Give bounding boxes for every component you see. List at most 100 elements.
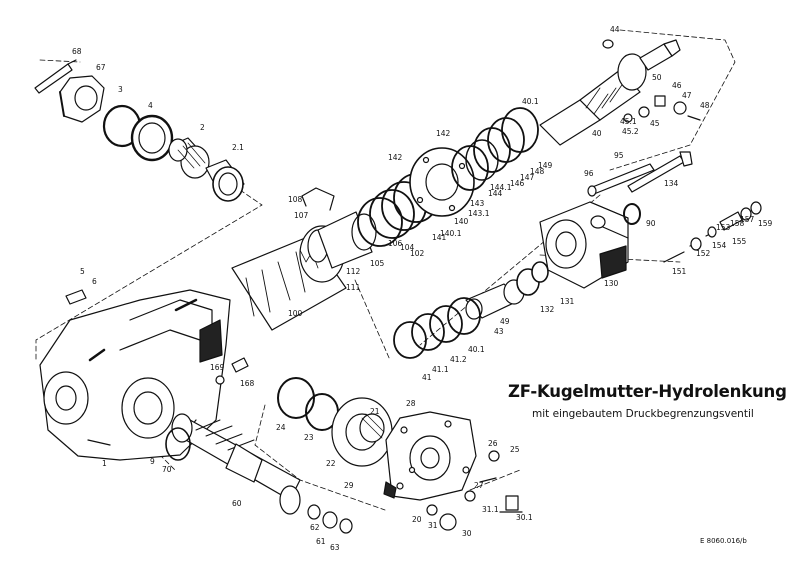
side-cover-20 <box>383 411 477 501</box>
part-label-143: 143 <box>470 199 485 208</box>
part-label-24: 24 <box>276 423 286 432</box>
part-label-134: 134 <box>664 179 679 188</box>
part-label-154: 154 <box>712 241 727 250</box>
part-label-40-1: 40.1 <box>468 345 485 354</box>
part-label-141: 141 <box>432 233 447 242</box>
part-label-144-1: 144.1 <box>490 183 512 192</box>
part-label-111: 111 <box>346 283 361 292</box>
part-label-168: 168 <box>240 379 255 388</box>
part-label-46: 46 <box>672 81 682 90</box>
part-label-147: 147 <box>520 173 535 182</box>
part-label-45-2: 45.2 <box>622 127 639 136</box>
part-label-20: 20 <box>412 515 422 524</box>
rings-23-24 <box>277 377 339 431</box>
sector-shaft-60 <box>171 413 301 515</box>
part-label-45: 45 <box>650 119 660 128</box>
part-label-28: 28 <box>406 399 416 408</box>
part-label-63: 63 <box>330 543 340 552</box>
part-label-100: 100 <box>288 309 303 318</box>
part-label-107: 107 <box>294 211 309 220</box>
seal-ring-4 <box>130 114 174 162</box>
o-ring-90 <box>623 203 641 225</box>
small-parts-25-27 <box>464 450 500 502</box>
part-label-9: 9 <box>150 457 155 466</box>
o-rings-41 <box>393 297 481 359</box>
seal-70 <box>165 427 191 461</box>
part-label-23: 23 <box>304 433 314 442</box>
part-label-2-1: 2.1 <box>232 143 244 152</box>
part-label-151: 151 <box>672 267 687 276</box>
part-label-149: 149 <box>538 161 553 170</box>
part-label-104: 104 <box>400 243 415 252</box>
part-label-31: 31 <box>428 521 438 530</box>
part-label-21: 21 <box>370 407 380 416</box>
part-label-131: 131 <box>560 297 575 306</box>
part-label-6: 6 <box>92 277 97 286</box>
part-label-40: 40 <box>592 129 602 138</box>
small-parts-44-50 <box>602 39 701 123</box>
part-label-132: 132 <box>540 305 555 314</box>
part-label-106: 106 <box>388 239 403 248</box>
seal-rings-140-141 <box>451 107 539 191</box>
part-label-148: 148 <box>530 167 545 176</box>
part-label-44: 44 <box>610 25 620 34</box>
part-label-140-1: 140.1 <box>440 229 462 238</box>
worm-shaft-40 <box>539 39 681 146</box>
part-label-30-1: 30.1 <box>516 513 533 522</box>
part-label-144: 144 <box>488 189 503 198</box>
part-label-157: 157 <box>740 215 755 224</box>
part-label-169: 169 <box>210 363 225 372</box>
part-label-130: 130 <box>604 279 619 288</box>
part-label-43: 43 <box>494 327 504 336</box>
part-label-159: 159 <box>758 219 773 228</box>
valve-spool-43 <box>465 261 549 320</box>
part-label-146: 146 <box>510 179 525 188</box>
part-label-22: 22 <box>326 459 336 468</box>
part-number-labels: 68673422.1445046474840.145.145.245401421… <box>72 25 773 552</box>
split-pin-68 <box>34 59 77 94</box>
part-label-48: 48 <box>700 101 710 110</box>
part-label-29: 29 <box>344 481 354 490</box>
valve-parts-151-159 <box>663 201 762 263</box>
part-label-25: 25 <box>510 445 520 454</box>
part-label-26: 26 <box>488 439 498 448</box>
part-label-50: 50 <box>652 73 662 82</box>
part-label-142: 142 <box>388 153 403 162</box>
part-label-2: 2 <box>200 123 205 132</box>
part-label-155: 155 <box>732 237 747 246</box>
part-label-31-1: 31.1 <box>482 505 499 514</box>
part-label-105: 105 <box>370 259 385 268</box>
part-label-158: 158 <box>730 219 745 228</box>
diagram-title: ZF-Kugelmutter-Hydrolenkung <box>508 382 787 401</box>
part-label-41-2: 41.2 <box>450 355 467 364</box>
part-label-47: 47 <box>682 91 692 100</box>
part-label-152: 152 <box>696 249 711 258</box>
part-label-27: 27 <box>474 481 484 490</box>
part-label-70: 70 <box>162 465 172 474</box>
part-label-143-1: 143.1 <box>468 209 490 218</box>
bearing-sleeve-2.1 <box>205 159 245 202</box>
part-label-45-1: 45.1 <box>620 117 637 126</box>
part-label-90: 90 <box>646 219 656 228</box>
part-label-102: 102 <box>410 249 425 258</box>
part-label-40-1: 40.1 <box>522 97 539 106</box>
bearing-21 <box>359 413 385 443</box>
part-label-3: 3 <box>118 85 123 94</box>
nuts-30-31 <box>426 495 523 531</box>
part-label-4: 4 <box>148 101 153 110</box>
part-label-5: 5 <box>80 267 85 276</box>
part-label-30: 30 <box>462 529 472 538</box>
part-label-61: 61 <box>316 537 326 546</box>
castle-nut-67 <box>59 75 105 123</box>
bolts-95-96-134 <box>587 151 693 197</box>
part-label-67: 67 <box>96 63 106 72</box>
document-number: E 8060.016/b <box>700 537 747 545</box>
diagram-subtitle: mit eingebautem Druckbegrenzungsventil <box>532 408 754 420</box>
part-label-153: 153 <box>716 223 731 232</box>
part-label-62: 62 <box>310 523 320 532</box>
part-label-140: 140 <box>454 217 469 226</box>
part-label-49: 49 <box>500 317 510 326</box>
part-label-41: 41 <box>422 373 432 382</box>
part-label-41-1: 41.1 <box>432 365 449 374</box>
